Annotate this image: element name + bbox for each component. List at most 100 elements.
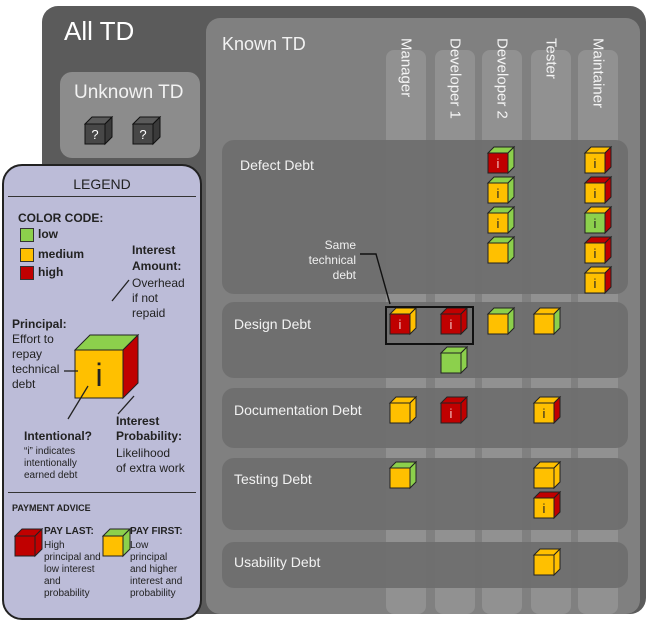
debt-cube: i [486,145,516,175]
svg-text:?: ? [139,127,146,142]
debt-cube [388,395,418,425]
principal-desc-3: technical [12,362,60,376]
debt-cube: i [583,235,613,265]
intentional-desc-1: “i” indicates [24,446,76,457]
same-debt-note-line1: Same [324,238,356,252]
medium-label: medium [38,247,85,261]
debt-cube: i [532,490,562,520]
interest-probability-desc-2: of extra work [116,461,185,475]
cube-front-face [440,313,462,335]
cube-front-face [584,152,606,174]
cube-intentional-label: i [594,246,597,261]
cube-intentional-label: i [497,216,500,231]
principal-desc: Effort to repay technical debt [12,332,59,392]
debt-cube: i [486,175,516,205]
pay-first-desc-2: principal [130,552,168,563]
debt-cube [532,547,562,577]
cube-front-face [584,272,606,294]
cube-front-face [584,212,606,234]
role-label-tester: Tester [542,38,560,79]
debt-cube: i [583,205,613,235]
cube-intentional-label: i [594,186,597,201]
high-label: high [38,265,64,279]
payment-advice-title: PAYMENT ADVICE [12,503,91,513]
cube-front-face [487,313,509,335]
legend-cube: i [73,333,150,405]
row-label-testing-debt: Testing Debt [234,471,312,487]
principal-desc-4: debt [12,377,36,391]
debt-cube [532,306,562,336]
cube-front-face [389,313,411,335]
principal-label: Principal: [12,317,67,331]
row-label-defect-debt: Defect Debt [240,157,314,173]
debt-cube: i [388,306,418,336]
interest-amount-desc: Overhead if not repaid [132,276,185,321]
role-label-developer-2: Developer 2 [493,38,511,119]
cube-intentional-label: i [543,501,546,516]
cube-intentional-label: i [594,216,597,231]
low-swatch [20,228,34,242]
legend-callouts [64,279,135,420]
same-debt-connector [360,253,391,305]
cube-front-face [389,402,411,424]
interest-probability-desc: Likelihood of extra work [116,446,185,476]
intentional-desc-3: earned debt [24,470,78,481]
cube-front-face [487,242,509,264]
cube-front-face [533,497,555,519]
debt-cube [532,460,562,490]
all-td-title: All TD [64,16,135,46]
pay-last-desc-3: low interest [44,564,95,575]
pay-last-desc: High principal and low interest and prob… [44,540,101,600]
intentional-desc: “i” indicates intentionally earned debt [24,446,77,482]
cube-intentional-label: i [450,406,453,421]
same-debt-note: Same technical debt [298,238,356,283]
cube-intentional-label: i [399,317,402,332]
intentional-label: Intentional? [24,429,92,443]
pay-last-desc-2: principal and [44,552,101,563]
debt-cube: i [439,395,469,425]
low-label: low [38,227,58,241]
known-td-title: Known TD [222,34,306,54]
unknown-td-title: Unknown TD [74,82,184,103]
pay-first-desc-5: probability [130,588,176,599]
same-debt-highlight [385,306,474,345]
cube-front-face [584,182,606,204]
row-defect-debt [222,140,628,294]
pay-first-desc: Low principal and higher interest and pr… [130,540,182,600]
cube-front-face [487,182,509,204]
cube-intentional-label: i [497,156,500,171]
pay-first-label: PAY FIRST: [130,526,183,537]
cube-front-face [533,402,555,424]
cube-front-face [533,467,555,489]
pay-last-desc-1: High [44,540,65,551]
legend-title: LEGEND [73,176,131,192]
legend-divider-top [8,196,196,197]
high-swatch [20,266,34,280]
cube-front-face [533,313,555,335]
debt-cube [439,345,469,375]
row-label-usability-debt: Usability Debt [234,554,321,570]
cube-front-face [487,212,509,234]
cube-intentional-label: i [594,156,597,171]
principal-desc-1: Effort to [12,332,54,346]
debt-cube [486,306,516,336]
interest-probability-label: Interest Probability: [116,414,183,443]
svg-text:?: ? [91,127,98,142]
cube-front-face [440,352,462,374]
debt-cube [486,235,516,265]
debt-cube: i [532,395,562,425]
pay-first-desc-3: and higher [130,564,178,575]
pay-first-cube [101,527,132,563]
role-label-developer-1: Developer 1 [446,38,464,119]
legend-divider-bottom [8,492,196,493]
role-label-manager: Manager [397,38,415,98]
principal-desc-2: repay [12,347,43,361]
same-debt-note-line3: debt [332,268,356,282]
pay-last-desc-5: probability [44,588,90,599]
row-label-documentation-debt: Documentation Debt [234,402,362,418]
same-debt-note-line2: technical [308,253,356,267]
unknown-cube-2: ? [131,115,162,151]
debt-cube: i [583,265,613,295]
cube-front-face [440,402,462,424]
debt-cube: i [583,175,613,205]
